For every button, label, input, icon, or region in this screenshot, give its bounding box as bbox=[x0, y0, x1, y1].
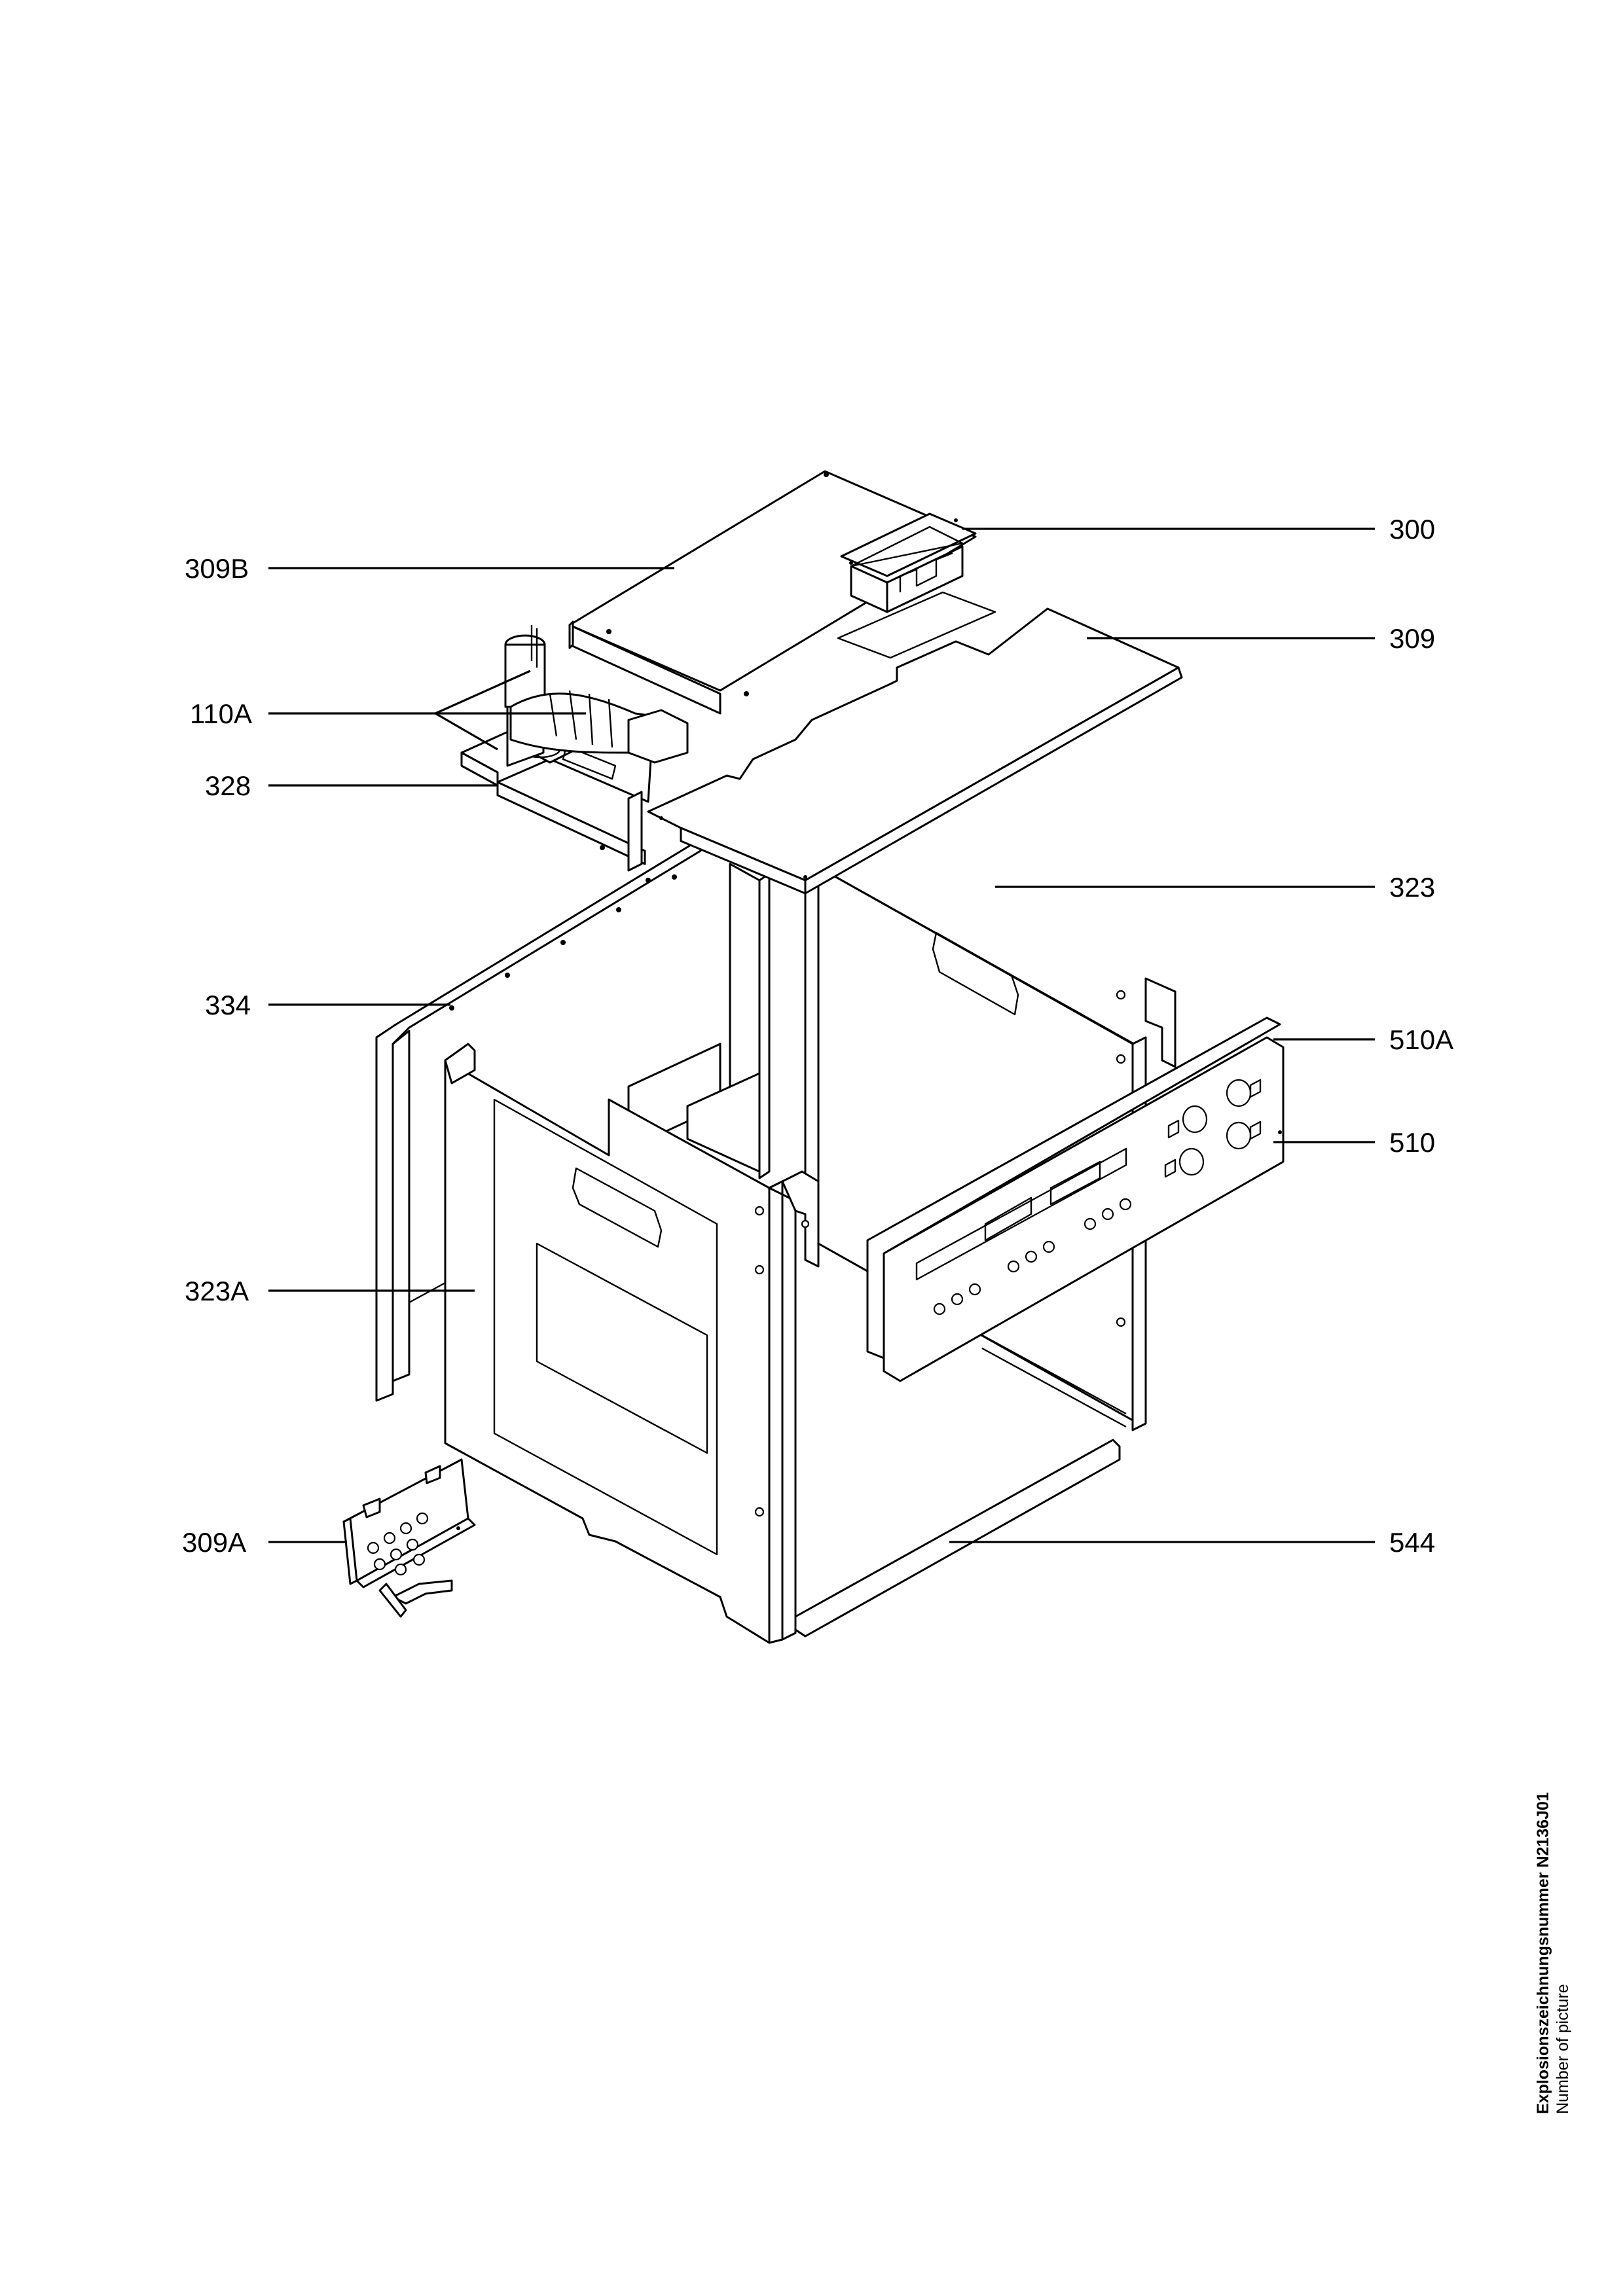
label-544: 544 bbox=[1389, 1527, 1435, 1558]
label-309A: 309A bbox=[182, 1527, 246, 1558]
label-510A: 510A bbox=[1389, 1024, 1453, 1055]
bracket-300 bbox=[837, 512, 996, 659]
leader-lines bbox=[268, 528, 1375, 1543]
side-panel-334 bbox=[375, 838, 702, 1402]
drawing-number-caption: Explosionszeichnungsnummer N2136J01 Numb… bbox=[1534, 1792, 1572, 2114]
label-328: 328 bbox=[205, 770, 251, 801]
label-510: 510 bbox=[1389, 1127, 1435, 1158]
label-323A: 323A bbox=[185, 1276, 249, 1306]
label-309: 309 bbox=[1389, 623, 1435, 654]
part-labels: 309B 300 309 110A 328 323 334 510A 510 3… bbox=[182, 514, 1453, 1558]
top-cover-309B bbox=[568, 470, 977, 715]
vent-plate-309A bbox=[342, 1458, 476, 1618]
caption-line-1: Explosionszeichnungsnummer N2136J01 bbox=[1534, 1792, 1552, 2114]
control-panel-510 bbox=[866, 1016, 1285, 1382]
front-panel-323A bbox=[444, 1043, 820, 1644]
label-309B: 309B bbox=[185, 553, 249, 584]
duct-assembly-110A-328 bbox=[460, 625, 689, 883]
top-plate-309 bbox=[647, 607, 1183, 895]
label-110A: 110A bbox=[190, 698, 252, 729]
label-334: 334 bbox=[205, 990, 251, 1020]
caption-line-2: Number of picture bbox=[1554, 1984, 1572, 2114]
label-323: 323 bbox=[1389, 872, 1435, 903]
label-300: 300 bbox=[1389, 514, 1435, 545]
